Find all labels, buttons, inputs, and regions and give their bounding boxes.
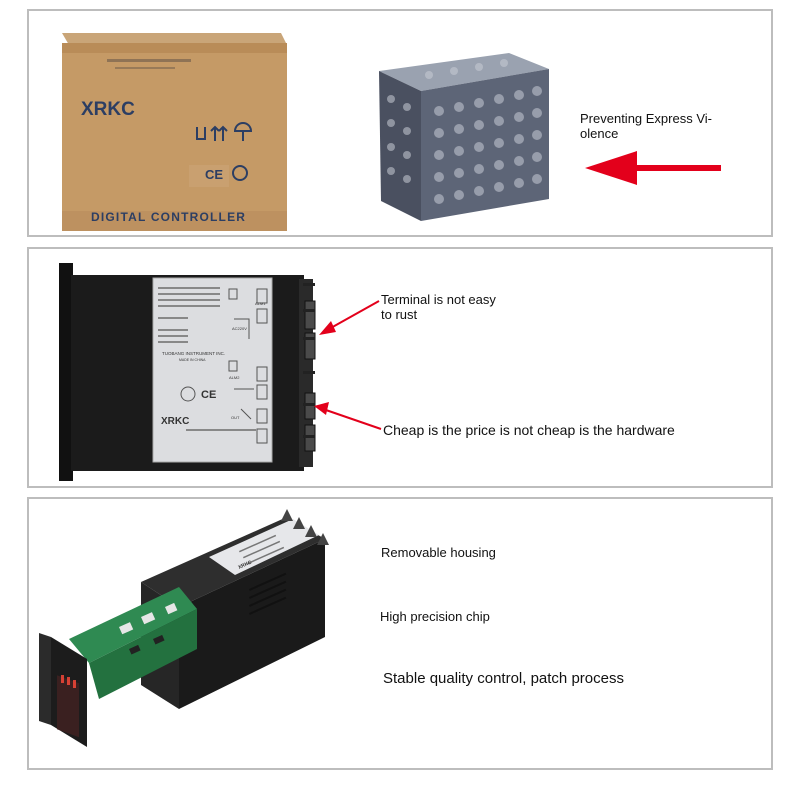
box-brand-text: XRKC bbox=[81, 99, 135, 120]
protection-note: Preventing Express Vi- olence bbox=[580, 111, 712, 141]
terminal-note-line1: Terminal is not easy bbox=[381, 292, 496, 307]
bubble-wrapped-cube-image bbox=[379, 53, 549, 221]
sticker-out-text: OUT bbox=[231, 415, 240, 420]
sticker-alm1-text: ALM1 bbox=[255, 301, 266, 306]
sticker-brand-text: XRKC bbox=[161, 416, 189, 427]
sticker-voltage-text: AC220V bbox=[232, 326, 247, 331]
sticker-origin-text: MADE IN CHINA bbox=[179, 358, 206, 362]
protection-note-line1: Preventing Express Vi- bbox=[580, 111, 712, 126]
cardboard-box-image bbox=[62, 33, 287, 231]
sticker-alm2-text: ALM2 bbox=[229, 375, 240, 380]
feature-removable-housing: Removable housing bbox=[381, 545, 496, 560]
terminal-note: Terminal is not easy to rust bbox=[381, 292, 496, 322]
box-ce-mark: CE bbox=[205, 167, 223, 182]
feature-quality-control: Stable quality control, patch process bbox=[383, 670, 624, 687]
controller-back-panel: TUOBANG INSTRUMENT INC. MADE IN CHINA CE… bbox=[27, 247, 773, 488]
box-caption-text: DIGITAL CONTROLLER bbox=[91, 210, 246, 224]
sticker-ce-mark: CE bbox=[201, 389, 216, 401]
packaging-panel: XRKC CE DIGITAL CONTROLLER Pr bbox=[27, 9, 773, 237]
controller-back-illustration: TUOBANG INSTRUMENT INC. MADE IN CHINA CE… bbox=[59, 263, 382, 481]
controller-internal-panel: XRKC Removable housing High precision ch… bbox=[27, 497, 773, 770]
terminal-note-line2: to rust bbox=[381, 307, 418, 322]
arrow-terminal-rust-icon bbox=[319, 300, 380, 335]
controller-exploded-image bbox=[39, 509, 329, 747]
arrow-left-icon bbox=[585, 151, 721, 185]
controller-back-image bbox=[59, 263, 316, 481]
hardware-note: Cheap is the price is not cheap is the h… bbox=[383, 422, 675, 438]
feature-precision-chip: High precision chip bbox=[380, 609, 490, 624]
housing-brand-text: XRKC bbox=[237, 559, 253, 570]
controller-internal-illustration: XRKC bbox=[39, 509, 329, 747]
packaging-illustration: XRKC CE DIGITAL CONTROLLER bbox=[62, 33, 721, 231]
sticker-maker-text: TUOBANG INSTRUMENT INC. bbox=[162, 351, 225, 356]
arrow-hardware-icon bbox=[314, 402, 382, 430]
protection-note-line2: olence bbox=[580, 126, 619, 141]
